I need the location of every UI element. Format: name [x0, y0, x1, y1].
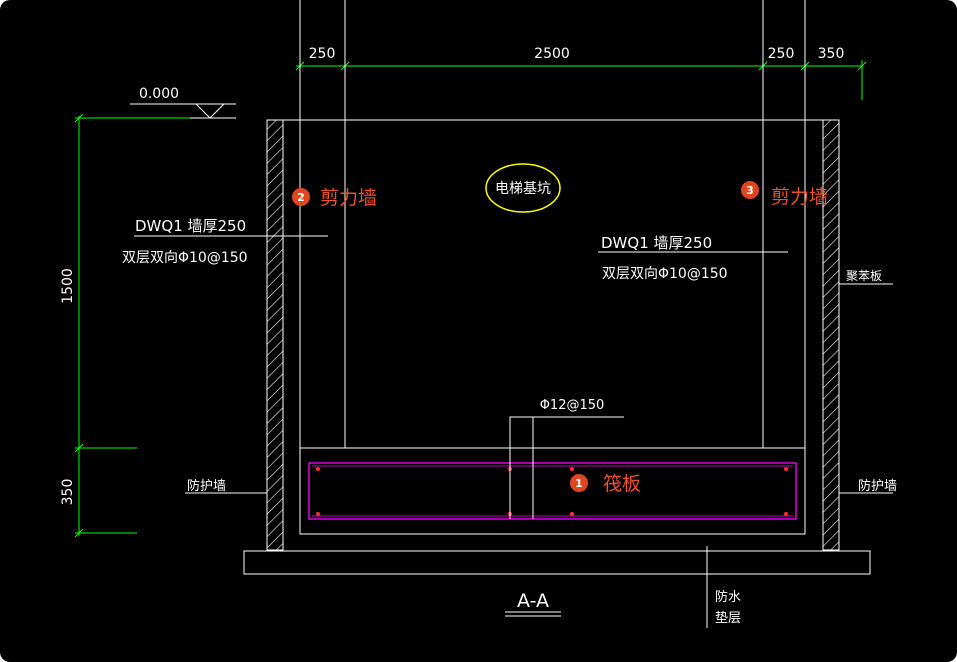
right-wall-rebar: 双层双向Φ10@150 — [602, 266, 728, 282]
dim-left-bottom: 350 — [60, 479, 76, 506]
badge-2 — [292, 188, 310, 206]
left-protect-callout: 防护墙 — [185, 478, 267, 494]
left-protect-label: 防护墙 — [187, 478, 226, 494]
rebar-dot — [316, 467, 320, 471]
right-side-callout: 聚苯板 — [839, 269, 893, 285]
annotation-shear-wall-right: 3 剪力墙 — [741, 181, 828, 208]
section-title: A-A — [517, 590, 549, 612]
badge-1 — [570, 474, 588, 492]
slab-rebar-label: Φ12@150 — [540, 398, 605, 413]
right-side-label: 聚苯板 — [846, 269, 882, 283]
guide-lines — [299, 0, 806, 448]
right-wall-code: DWQ1 墙厚250 — [601, 234, 712, 252]
pit-outline — [282, 119, 824, 550]
svg-text:3: 3 — [746, 184, 754, 197]
top-dimension: 250 2500 250 350 — [295, 46, 867, 100]
annotation-shear-wall-left: 2 剪力墙 — [292, 187, 377, 209]
dim-top-4: 350 — [818, 46, 845, 62]
svg-text:1: 1 — [575, 477, 583, 490]
rebar-dot — [784, 467, 788, 471]
waterproof-line-1: 防水 — [715, 589, 741, 605]
right-wall — [822, 119, 840, 551]
elevation-label: 0.000 — [139, 86, 179, 102]
annotation-text-3: 剪力墙 — [771, 186, 828, 208]
annotation-text-1: 筏板 — [603, 473, 641, 495]
rebar-dot — [784, 512, 788, 516]
svg-text:2: 2 — [297, 191, 305, 204]
annotation-raft: 1 筏板 — [570, 473, 641, 495]
annotation-text-2: 剪力墙 — [320, 187, 377, 209]
rebar-dot — [316, 512, 320, 516]
waterproof-line-2: 垫层 — [715, 610, 741, 626]
left-wall-callout: DWQ1 墙厚250 双层双向Φ10@150 — [122, 217, 328, 266]
pit-label-ellipse — [485, 163, 561, 213]
slab-rebar-callout: Φ12@150 — [509, 398, 624, 519]
elevation-marker: 0.000 — [130, 86, 236, 119]
base-slab — [243, 550, 871, 575]
pit-label: 电梯基坑 — [495, 180, 551, 197]
waterproof-callout: 防水 垫层 — [706, 546, 741, 628]
right-protect-label: 防护墙 — [858, 478, 897, 494]
rebar-dot — [570, 512, 574, 516]
dim-top-1: 250 — [309, 46, 336, 62]
dim-top-2: 2500 — [534, 46, 570, 62]
raft-slab — [308, 462, 797, 520]
left-wall-rebar: 双层双向Φ10@150 — [122, 250, 248, 266]
rebar-dot — [570, 467, 574, 471]
right-protect-callout: 防护墙 — [839, 478, 897, 494]
left-dimension: 1500 350 — [60, 113, 192, 538]
left-wall-code: DWQ1 墙厚250 — [135, 217, 246, 235]
right-wall-callout: DWQ1 墙厚250 双层双向Φ10@150 — [598, 234, 788, 282]
left-wall — [266, 119, 284, 551]
badge-3 — [741, 181, 759, 199]
dim-left-height: 1500 — [60, 268, 76, 304]
pit-label-group: 电梯基坑 — [485, 163, 561, 213]
section-title-group: A-A — [505, 590, 561, 617]
dim-top-3: 250 — [768, 46, 795, 62]
